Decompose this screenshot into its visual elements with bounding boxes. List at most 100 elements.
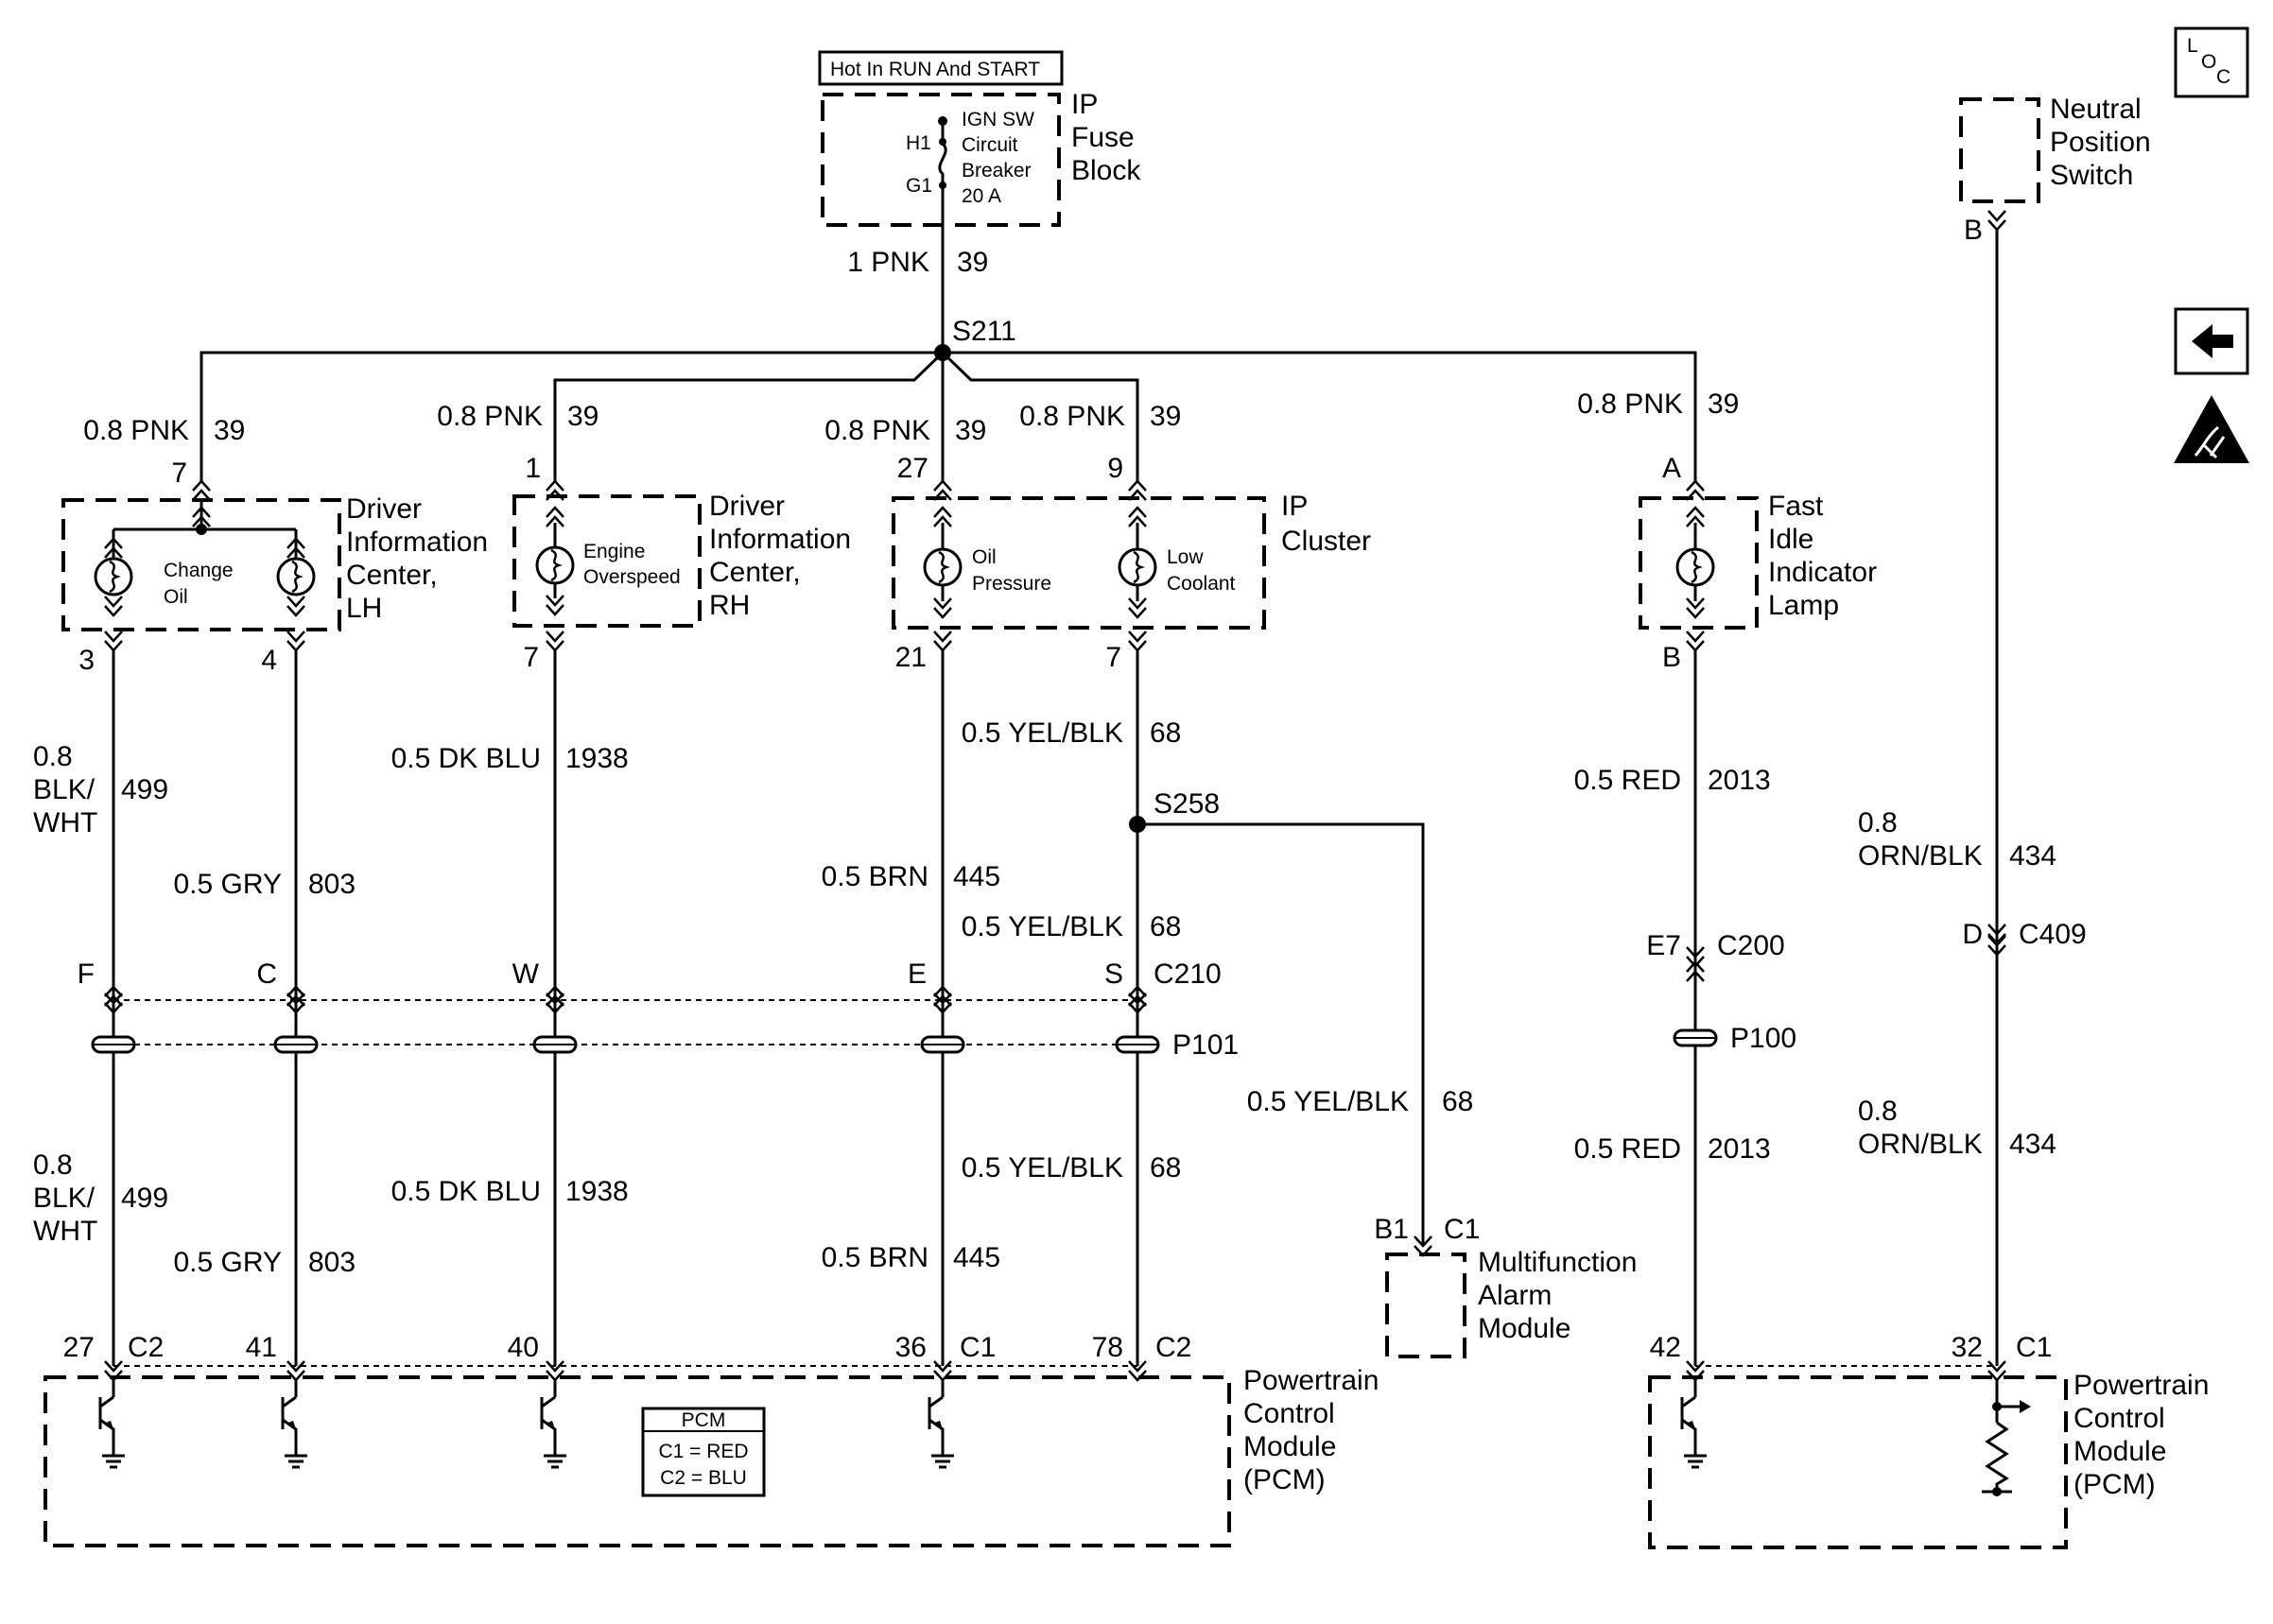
- pcm-transistor-icon: [928, 1378, 956, 1469]
- c210-pin-w: W: [512, 959, 540, 990]
- upper-gry-label: 0.5 GRY: [173, 869, 282, 900]
- pcm-right-title-2: Control: [2073, 1403, 2165, 1434]
- esd-hand-glyph: [2194, 425, 2226, 459]
- alarm-title-2: Alarm: [1478, 1280, 1552, 1311]
- pcm-pin-41: 41: [246, 1332, 277, 1363]
- engine-overspeed-lamp-icon: [535, 545, 575, 585]
- dic-lh-pin-out-a-label: 3: [78, 645, 95, 676]
- lower-yelblk-label: 0.5 YEL/BLK: [962, 1152, 1123, 1183]
- lower-brn-label: 0.5 BRN: [822, 1242, 928, 1273]
- pullup-arrow-icon: [2020, 1400, 2031, 1413]
- breaker-label-1: IGN SW: [962, 109, 1034, 130]
- p101-inline-68: [1115, 1035, 1160, 1054]
- pullup-node: [1992, 1402, 2002, 1411]
- p101-inline-803: [273, 1035, 319, 1054]
- low-coolant-lamp-icon: [1118, 547, 1157, 587]
- power-label-box: [818, 50, 1064, 86]
- upper-dkblu-label: 0.5 DK BLU: [391, 743, 541, 774]
- feed-circuit-label: 39: [957, 247, 988, 278]
- fast-idle-lamp-icon: [1675, 547, 1715, 587]
- neutral-switch-pin-label: B: [1964, 215, 1983, 246]
- pcm-pin-27: 27: [63, 1332, 95, 1363]
- c409-label: C409: [2019, 919, 2087, 950]
- neutral-switch-title-2: Position: [2050, 127, 2151, 158]
- pcm-pin-40: 40: [508, 1332, 539, 1363]
- lower-dkblu-label: 0.5 DK BLU: [391, 1176, 541, 1207]
- loc-icon-l: L: [2187, 35, 2198, 57]
- pcm-pin-32: 32: [1952, 1332, 1983, 1363]
- lower-blk-wht-circuit: 499: [121, 1183, 168, 1214]
- lower-red-circuit: 2013: [1708, 1133, 1771, 1165]
- breaker-label-4: 20 A: [962, 185, 1001, 207]
- low-coolant-label-1: Low: [1167, 546, 1204, 568]
- change-oil-lamp-b-icon: [276, 557, 316, 596]
- lh-feed-circuit-label: 39: [214, 415, 245, 446]
- low-coolant-label-2: Coolant: [1167, 573, 1236, 595]
- ip-cluster-internal-wire: [941, 523, 1139, 601]
- power-label: Hot In RUN And START: [830, 59, 1040, 80]
- c409-pin-label: D: [1962, 919, 1983, 950]
- c210-label: C210: [1154, 959, 1222, 990]
- dic-rh-title-1: Driver: [709, 491, 785, 522]
- dic-rh-title-3: Center,: [709, 557, 801, 588]
- p100-label: P100: [1730, 1023, 1796, 1054]
- pcm-right-box: [1648, 1375, 2068, 1549]
- fast-idle-feed-circuit-label: 39: [1708, 389, 1739, 420]
- coolant-feed-circuit-label: 39: [1150, 401, 1181, 432]
- fast-idle-pin-out-label: B: [1662, 642, 1681, 673]
- upper-brn-label: 0.5 BRN: [822, 861, 928, 892]
- breaker-terminal-h1: [939, 138, 946, 146]
- upper-yelblk-label-2: 0.5 YEL/BLK: [962, 911, 1123, 942]
- c210-pin-f: F: [78, 959, 95, 990]
- p101-inline-445: [920, 1035, 965, 1054]
- fast-idle-box: [1639, 496, 1759, 630]
- ip-cluster-pin-in-a-label: 27: [897, 453, 928, 484]
- lower-red-label: 0.5 RED: [1574, 1133, 1681, 1165]
- dic-lh-splice: [196, 524, 207, 535]
- pullup-resistor-icon: [1982, 1380, 2028, 1494]
- lower-orn-blk-circuit: 434: [2009, 1129, 2056, 1160]
- oil-pressure-label-1: Oil: [972, 546, 997, 568]
- neutral-switch-title-1: Neutral: [2050, 94, 2142, 125]
- upper-brn-circuit: 445: [953, 861, 1000, 892]
- dic-lh-title-2: Information: [346, 527, 488, 558]
- upper-yelblk-circuit-1: 68: [1150, 717, 1181, 749]
- wire-68-branch: [1137, 822, 1425, 1246]
- fast-idle-title-4: Lamp: [1768, 590, 1839, 621]
- lower-blk-wht-label-1: 0.8: [33, 1149, 73, 1181]
- pcm-transistor-icon: [281, 1378, 309, 1469]
- pcm-left-title-4: (PCM): [1243, 1464, 1326, 1495]
- feed-wire-label: 1 PNK: [847, 247, 929, 278]
- upper-red-label: 0.5 RED: [1574, 765, 1681, 796]
- upper-orn-blk-circuit: 434: [2009, 840, 2056, 872]
- alarm-conn-label: C1: [1444, 1214, 1480, 1245]
- esd-warning-icon: [2174, 395, 2249, 463]
- upper-dkblu-circuit: 1938: [565, 743, 629, 774]
- rh-feed-circuit-label: 39: [567, 401, 599, 432]
- pcm-right-title-3: Module: [2073, 1436, 2166, 1467]
- lower-gry-label: 0.5 GRY: [173, 1247, 282, 1278]
- fast-idle-title-2: Idle: [1768, 524, 1813, 555]
- c210-pin-c: C: [256, 959, 277, 990]
- pcm-left-title-3: Module: [1243, 1431, 1336, 1462]
- alarm-pin-label: B1: [1374, 1214, 1409, 1245]
- ip-cluster-title-1: IP: [1281, 491, 1308, 522]
- oil-feed-circuit-label: 39: [955, 415, 986, 446]
- change-oil-label-2: Oil: [164, 586, 188, 608]
- breaker-label-2: Circuit: [962, 134, 1018, 156]
- alarm-module-box: [1385, 1253, 1466, 1358]
- dic-lh-pin-in-label: 7: [171, 458, 187, 489]
- ip-cluster-pin-out-b-label: 7: [1105, 642, 1121, 673]
- loc-icon[interactable]: [2174, 26, 2249, 98]
- back-arrow-glyph: [2192, 324, 2233, 358]
- ip-cluster-title-2: Cluster: [1281, 526, 1371, 557]
- pcm-right-title-1: Powertrain: [2073, 1370, 2209, 1401]
- neutral-switch-box: [1959, 97, 2040, 203]
- oil-pressure-label-2: Pressure: [972, 573, 1051, 595]
- lower-brn-circuit: 445: [953, 1242, 1000, 1273]
- breaker-label-3: Breaker: [962, 160, 1032, 181]
- branch-yelblk-circuit: 68: [1442, 1086, 1473, 1117]
- upper-gry-circuit: 803: [308, 869, 356, 900]
- dic-lh-lamp-b-arrow-out: [286, 595, 306, 617]
- c200-label: C200: [1717, 930, 1785, 961]
